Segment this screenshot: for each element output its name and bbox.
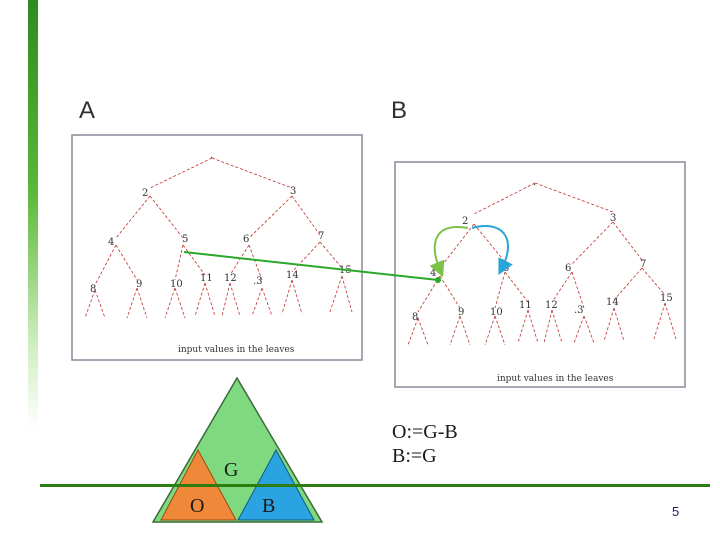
tree-a-edges xyxy=(84,157,353,319)
page-number: 5 xyxy=(672,504,680,519)
tree-b-panel: . 2 3 4 5 6 7 8 9 10 11 12 .3 14 15 inpu… xyxy=(394,161,686,388)
tree-b-node-9: 9 xyxy=(458,307,464,318)
slide-accent-bar xyxy=(28,0,38,430)
tree-a-node-3: 3 xyxy=(290,186,296,197)
formula-line-1: O:=G-B xyxy=(392,421,458,443)
formula-line-2: B:=G xyxy=(392,445,437,467)
tree-a-node-6: 6 xyxy=(243,234,249,245)
tree-a-caption: input values in the leaves xyxy=(178,345,295,355)
formula-block: O:=G-B B:=G xyxy=(392,420,458,468)
triangle-label-o: O xyxy=(190,495,204,517)
tree-b-root: . xyxy=(533,177,536,188)
tree-b-node-13: .3 xyxy=(574,305,584,316)
tree-b-node-10: 10 xyxy=(490,307,503,318)
tree-a-node-2: 2 xyxy=(142,188,148,199)
green-arrow xyxy=(429,226,469,278)
connector-endpoint xyxy=(435,277,441,283)
tree-b-node-7: 7 xyxy=(640,259,646,270)
tree-a-node-11: 11 xyxy=(200,273,213,284)
tree-b-node-6: 6 xyxy=(565,263,571,274)
tree-b-node-8: 8 xyxy=(412,312,418,323)
triangle-label-g: G xyxy=(224,459,238,481)
tree-a-node-4: 4 xyxy=(108,237,114,248)
tree-a-node-14: 14 xyxy=(286,270,299,281)
tree-a-node-12: 12 xyxy=(224,273,237,284)
tree-a-node-8: 8 xyxy=(90,284,96,295)
tree-a-node-9: 9 xyxy=(136,279,142,290)
triangle-diagram: G O B xyxy=(151,376,324,523)
label-b: B xyxy=(391,97,408,124)
tree-b-node-3: 3 xyxy=(610,213,616,224)
tree-b-node-15: 15 xyxy=(660,293,673,304)
connector-line xyxy=(183,251,439,281)
tree-a-node-5: 5 xyxy=(182,234,188,245)
tree-b-node-11: 11 xyxy=(519,300,532,311)
tree-b-node-4: 4 xyxy=(430,268,436,279)
tree-a-node-13: .3 xyxy=(253,276,263,287)
tree-b-node-14: 14 xyxy=(606,297,619,308)
tree-a-panel: . 2 3 4 5 6 7 8 9 10 11 12 .3 14 15 inpu… xyxy=(71,134,363,361)
tree-a-root: . xyxy=(210,150,213,161)
tree-a-node-7: 7 xyxy=(318,231,324,242)
triangle-label-b: B xyxy=(262,495,275,517)
blue-arrow xyxy=(471,225,513,276)
tree-b-node-2: 2 xyxy=(462,216,468,227)
tree-b-caption: input values in the leaves xyxy=(497,374,614,384)
tree-a-node-10: 10 xyxy=(170,279,183,290)
label-a: A xyxy=(79,97,96,124)
tree-b-node-12: 12 xyxy=(545,300,558,311)
tree-b-edges xyxy=(407,182,677,346)
bottom-rule xyxy=(40,484,710,487)
